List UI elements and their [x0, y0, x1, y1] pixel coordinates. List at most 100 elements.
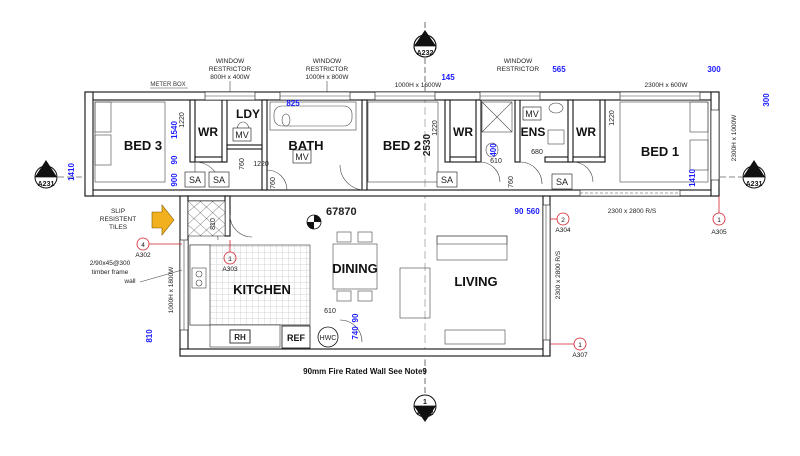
mv-label-1: MV	[235, 130, 249, 140]
svg-text:800H x 400W: 800H x 400W	[210, 74, 250, 81]
svg-text:1410: 1410	[67, 163, 76, 181]
ref-bottom-sheet: A232	[417, 410, 434, 417]
svg-text:2300 x 2800 R/S: 2300 x 2800 R/S	[608, 208, 657, 215]
fire-rated-note: 90mm Fire Rated Wall See Note9	[303, 367, 427, 376]
svg-text:RESTRICTOR: RESTRICTOR	[306, 66, 348, 73]
svg-text:825: 825	[286, 99, 300, 108]
svg-text:900: 900	[170, 173, 179, 187]
dining-table	[332, 231, 378, 302]
dimensions: 145 565 300 300 825 1540 90 1410 900 141…	[67, 65, 771, 343]
window-notes: WINDOW RESTRICTOR 800H x 400W WINDOW RES…	[150, 58, 738, 161]
rangehood-box	[229, 329, 251, 344]
svg-text:1: 1	[578, 342, 582, 349]
svg-text:METER BOX: METER BOX	[150, 82, 185, 88]
svg-text:2300 x 2800 R/S: 2300 x 2800 R/S	[555, 250, 562, 299]
svg-text:A303: A303	[222, 266, 238, 273]
tiled-entry	[187, 200, 226, 237]
entry-arrow-icon	[151, 204, 175, 236]
room-bed2: BED 2	[383, 138, 421, 153]
svg-text:810: 810	[210, 218, 217, 230]
kitchen-area	[189, 244, 311, 348]
smoke-alarms: SA SA SA SA	[184, 171, 573, 190]
detail-ref-a304[interactable]: 2 A304	[550, 212, 571, 234]
svg-text:RESTRICTOR: RESTRICTOR	[209, 66, 251, 73]
sa-label-1: SA	[189, 175, 201, 185]
detail-ref-a303[interactable]: 1 A303	[222, 240, 238, 273]
room-wr3: WR	[576, 125, 596, 139]
svg-text:TILES: TILES	[109, 224, 128, 231]
mv-label-3: MV	[525, 109, 539, 119]
section-marker-right[interactable]: 1 A231	[720, 160, 766, 189]
windows	[179, 91, 720, 341]
svg-text:1220: 1220	[253, 161, 269, 168]
room-ens: ENS	[521, 125, 546, 139]
svg-text:A307: A307	[572, 352, 588, 359]
svg-text:560: 560	[526, 207, 540, 216]
svg-text:1540: 1540	[170, 121, 179, 139]
shower	[481, 101, 513, 133]
svg-text:WINDOW: WINDOW	[216, 58, 245, 65]
svg-text:2/90x45@300: 2/90x45@300	[90, 260, 131, 267]
sa-label-3: SA	[441, 175, 453, 185]
room-wr2: WR	[453, 125, 473, 139]
room-kitchen: KITCHEN	[233, 282, 291, 297]
svg-text:2300H x 600W: 2300H x 600W	[645, 82, 689, 89]
svg-text:300: 300	[762, 93, 771, 107]
svg-text:1: 1	[717, 217, 721, 224]
svg-text:1220: 1220	[432, 120, 439, 136]
detail-ref-a307[interactable]: 1 A307	[550, 337, 588, 359]
svg-text:760: 760	[239, 158, 246, 170]
fridge-space	[281, 325, 311, 349]
svg-text:wall: wall	[123, 278, 136, 285]
hwc-label: HWC	[320, 335, 337, 342]
svg-text:760: 760	[508, 176, 515, 188]
svg-text:1000H x 800W: 1000H x 800W	[306, 74, 350, 81]
svg-text:90: 90	[351, 313, 360, 322]
svg-text:1000H x 1800W: 1000H x 1800W	[168, 266, 175, 313]
svg-text:RESISTENT: RESISTENT	[100, 216, 137, 223]
svg-text:1220: 1220	[179, 112, 186, 128]
living-furniture	[399, 235, 508, 345]
ref-top-sheet: A232	[417, 50, 434, 57]
level-marker: 67870	[306, 206, 357, 230]
svg-text:680: 680	[531, 149, 543, 156]
ref-bottom-num: 1	[423, 399, 427, 406]
level-value: 67870	[326, 206, 357, 218]
hot-water-cylinder	[317, 326, 339, 348]
ref-top-num: 1	[423, 38, 427, 45]
svg-text:A302: A302	[135, 252, 151, 259]
svg-text:1000H x 1600W: 1000H x 1600W	[395, 82, 442, 89]
room-bath: BATH	[288, 138, 323, 153]
section-marker-top[interactable]: 1 A232	[413, 22, 437, 95]
svg-text:1220: 1220	[609, 110, 616, 126]
svg-text:2: 2	[561, 217, 565, 224]
svg-text:610: 610	[324, 308, 336, 315]
svg-text:4: 4	[141, 242, 145, 249]
svg-text:1: 1	[228, 256, 232, 263]
svg-text:565: 565	[552, 65, 566, 74]
svg-text:A304: A304	[555, 227, 571, 234]
svg-text:timber frame: timber frame	[92, 269, 129, 276]
section-marker-bottom[interactable]: 1 A232	[413, 360, 437, 422]
svg-text:610: 610	[490, 158, 502, 165]
room-dining: DINING	[332, 261, 378, 276]
svg-text:WINDOW: WINDOW	[313, 58, 342, 65]
bedroom-beds	[94, 101, 709, 183]
svg-text:SLIP: SLIP	[111, 208, 125, 215]
svg-text:810: 810	[145, 329, 154, 343]
svg-text:760: 760	[270, 177, 277, 189]
svg-text:2300H x 1000W: 2300H x 1000W	[731, 114, 738, 161]
svg-text:400: 400	[489, 143, 498, 157]
svg-text:145: 145	[441, 73, 455, 82]
bathtub	[269, 101, 357, 131]
room-bed1: BED 1	[641, 144, 679, 159]
detail-ref-a305[interactable]: 1 A305	[711, 196, 727, 236]
svg-text:RESTRICTOR: RESTRICTOR	[497, 66, 539, 73]
svg-text:300: 300	[707, 65, 721, 74]
detail-ref-a302[interactable]: 4 A302	[135, 237, 182, 259]
svg-text:1410: 1410	[688, 169, 697, 187]
ref-right-num: 1	[752, 170, 756, 177]
mv-fans: MV MV MV	[232, 106, 542, 164]
section-marker-left[interactable]: 1 A231	[34, 160, 85, 189]
